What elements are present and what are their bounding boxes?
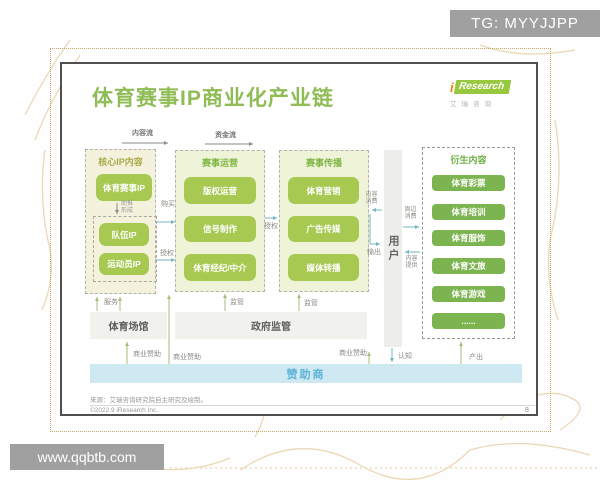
label-sponsorship-1: 商业赞助 [133,351,161,358]
user-label: 用户 [387,234,399,263]
node-ad-media: 广告传媒 [288,216,359,242]
panel-event-broadcast-header: 赛事传播 [305,158,342,168]
label-output: 输出 [367,249,381,256]
label-buy: 购买 [161,201,175,208]
sponsor-bar: 赞助商 [90,364,522,383]
panel-derivative-header: 衍生内容 [450,155,487,165]
logo-chinese-name: 艾瑞咨询 [450,101,496,108]
connector-arrows [95,141,463,364]
label-content-provide: 内容提供 [405,256,418,269]
node-athlete-ip: 运动员IP [99,253,149,275]
node-sports-training: 体育培训 [432,204,505,220]
slide: 体育赛事IP商业化产业链 i Research 艾瑞咨询 内容流 资金流 核心I… [60,62,538,416]
page-number: 8 [525,407,529,414]
footer-divider [90,405,535,406]
capital-flow-label: 资金流 [215,132,236,139]
label-sponsorship-3: 商业赞助 [339,350,367,357]
label-peripheral-consume: 周边消费 [404,207,417,220]
label-cognition: 认知 [398,353,412,360]
node-government-regulation: 政府监管 [175,312,367,339]
node-sports-marketing: 体育营销 [288,177,359,204]
user-strip: 用户 [384,150,402,347]
mini-label-form: 形成 [121,208,134,214]
node-sports-event-ip: 体育赛事IP [96,174,152,201]
node-sports-lottery: 体育彩票 [432,175,505,191]
label-sponsorship-2: 商业赞助 [173,354,201,361]
label-regulate-1: 监管 [230,299,244,306]
logo-i-mark: i [450,80,454,95]
website-watermark: www.qqbtb.com [10,444,164,470]
sponsor-bar-label: 赞助商 [286,368,326,381]
node-sports-games: 体育游戏 [432,286,505,302]
source-note: 来源：艾瑞咨询研究院自主研究及绘制。 [90,397,207,404]
node-derivative-more: ...... [432,313,505,329]
label-content-consume: 内容消费 [365,192,378,205]
label-service: 服务 [104,299,118,306]
label-regulate-2: 监管 [304,300,318,307]
node-team-ip: 队伍IP [99,223,149,246]
node-signal-production: 信号制作 [184,216,256,242]
node-media-relay: 媒体转播 [288,254,359,281]
node-copyright-operation: 版权运营 [184,177,256,204]
iresearch-logo: i Research 艾瑞咨询 [450,80,530,108]
page-title: 体育赛事IP商业化产业链 [92,87,334,110]
panel-event-operation-header: 赛事运营 [201,158,238,168]
copyright-note: ©2022.9 iResearch Inc. [90,407,159,414]
mini-label-boost: 助推 [121,201,134,207]
node-sports-apparel: 体育服饰 [432,230,505,246]
label-produce: 产出 [469,354,483,361]
node-sports-tourism: 体育文旅 [432,258,505,274]
label-license-mid: 授权 [264,223,278,230]
content-flow-label: 内容流 [132,130,153,137]
panel-core-ip-header: 核心IP内容 [98,157,143,167]
telegram-watermark: TG: MYYJJPP [450,10,600,37]
core-ip-subgroup [93,216,157,282]
node-sports-agency: 体育经纪/中介 [184,254,256,281]
label-license-left: 授权 [160,250,174,257]
gold-dotted-frame [50,48,551,432]
node-sports-venue: 体育场馆 [90,312,167,339]
